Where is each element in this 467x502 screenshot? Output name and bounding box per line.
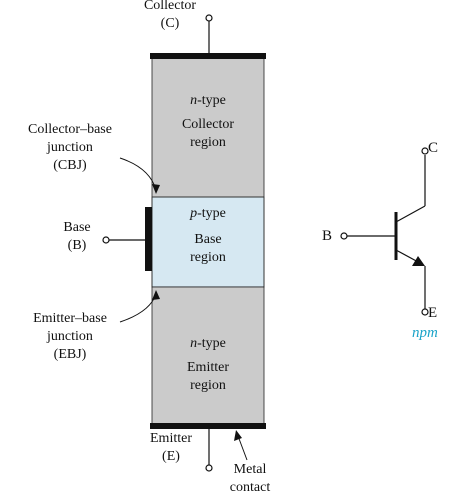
collector-region-line2: region [190,135,226,150]
npn-transistor-symbol [340,147,429,316]
base-metal-contact [145,207,152,271]
ebj-label-line3: (EBJ) [53,347,87,362]
symbol-collector-terminal [421,147,429,155]
metal-contact-label-line2: contact [229,480,271,495]
collector-region-type-suffix: -type [197,93,226,108]
base-terminal [102,236,110,244]
emitter-label: Emitter (E) [143,430,199,466]
collector-terminal [205,14,213,22]
transistor-type-label: npm [412,325,438,341]
metal-contact-arrowhead [234,430,242,441]
emitter-region-box [151,286,265,426]
emitter-region-type-suffix: -type [197,336,226,351]
symbol-base-terminal [340,232,348,240]
emitter-region-text: n-type Emitter region [152,335,264,395]
base-region-type-prefix: p [190,206,198,221]
metal-contact-label-line1: Metal [233,462,267,477]
emitter-terminal [205,464,213,472]
emitter-label-line2: (E) [162,449,180,464]
collector-metal-contact [150,53,266,59]
ebj-arrow [119,293,157,323]
symbol-emitter-arrowhead [412,256,425,266]
base-region-type-suffix: -type [197,206,226,221]
symbol-emitter-terminal [421,308,429,316]
ebj-label: Emitter–base junction (EBJ) [15,310,125,364]
collector-label-line2: (C) [160,16,180,31]
metal-contact-arrow [237,435,248,461]
emitter-region-line1: Emitter [187,360,229,375]
symbol-c-label: C [428,140,439,156]
collector-label-line1: Collector [143,0,197,13]
emitter-region-type: n-type [152,335,264,353]
collector-region-type: n-type [152,92,264,110]
base-region-text: p-type Base region [152,205,264,267]
emitter-region-line2: region [190,378,226,393]
base-region-line2: region [190,250,226,265]
cbj-label: Collector–base junction (CBJ) [15,121,125,175]
base-label: Base (B) [55,219,99,255]
base-region-box [151,196,265,288]
collector-region-box [151,57,265,199]
collector-region-type-prefix: n [190,93,198,108]
ebj-label-line2: junction [47,329,93,344]
base-region-line1: Base [194,232,222,247]
cbj-label-line1: Collector–base [28,122,112,137]
symbol-collector-diagonal [395,205,426,223]
emitter-region-type-prefix: n [190,336,198,351]
cbj-label-line2: junction [47,140,93,155]
base-label-line2: (B) [67,238,87,253]
collector-region-line1: Collector [181,117,235,132]
base-label-line1: Base [63,220,91,235]
cbj-label-line3: (CBJ) [53,158,87,173]
collector-label: Collector (C) [140,0,200,33]
cbj-arrow [119,157,157,191]
ebj-arrowhead [152,290,160,300]
ebj-label-line1: Emitter–base [33,311,107,326]
base-region-type: p-type [152,205,264,223]
symbol-b-label: B [322,228,333,244]
collector-region-text: n-type Collector region [152,92,264,152]
emitter-metal-contact [150,423,266,429]
symbol-e-label: E [428,305,438,321]
emitter-label-line1: Emitter [150,431,192,446]
metal-contact-label: Metal contact [222,461,278,497]
cbj-arrowhead [152,184,160,194]
